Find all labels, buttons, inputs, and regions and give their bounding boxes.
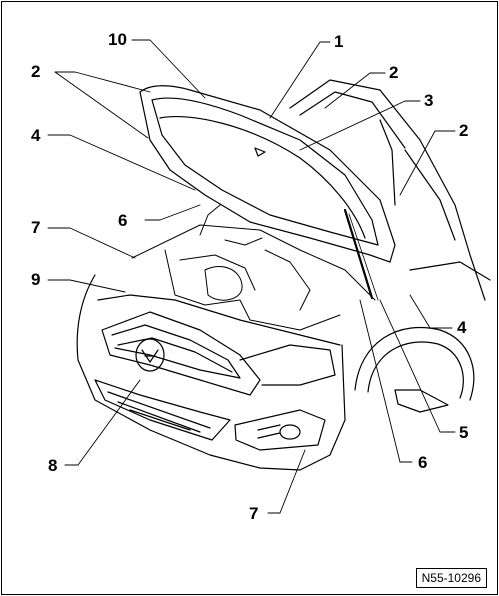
- support-strut: [343, 208, 379, 301]
- callout-7-upper: 7: [31, 218, 41, 237]
- right-body-side: [289, 79, 491, 301]
- callout-4-right: 4: [457, 318, 467, 337]
- bonnet-outline: [139, 85, 396, 263]
- callout-6-lower: 6: [418, 453, 428, 472]
- callout-4-left: 4: [31, 126, 41, 145]
- callout-8: 8: [48, 456, 58, 475]
- callout-2-top: 2: [389, 63, 399, 82]
- front-end: [76, 274, 346, 471]
- callout-10: 10: [108, 30, 127, 49]
- wheel-arch: [354, 326, 475, 413]
- callout-7-lower: 7: [249, 504, 259, 523]
- callout-5: 5: [459, 423, 469, 442]
- callout-2-right: 2: [459, 121, 469, 140]
- callout-2-left: 2: [31, 62, 41, 81]
- callout-6-upper: 6: [118, 211, 128, 230]
- leader-lines: [47, 39, 456, 514]
- engine-bay: [131, 204, 376, 331]
- callout-9: 9: [31, 270, 41, 289]
- callout-3: 3: [424, 91, 434, 110]
- callout-1: 1: [334, 32, 344, 51]
- figure-id: N55-10296: [415, 568, 487, 588]
